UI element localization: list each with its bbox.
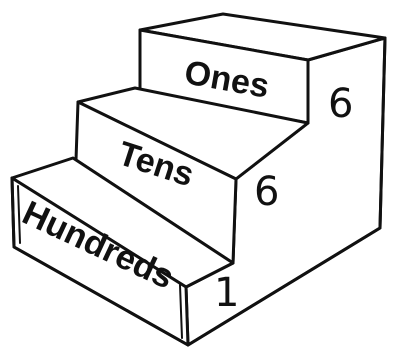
hundreds-digit-value: 1 (214, 270, 239, 316)
tens-digit-value: 6 (254, 169, 279, 215)
ones-digit-value: 6 (328, 81, 353, 127)
